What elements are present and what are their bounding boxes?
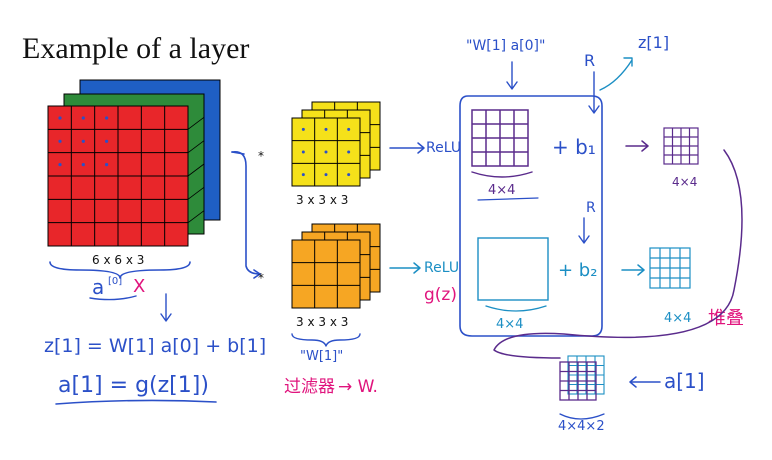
input-brace — [49, 261, 191, 279]
size-1-label: 4×4 — [488, 183, 515, 198]
input-side-line — [187, 140, 205, 153]
receptive-field-dot — [105, 163, 109, 167]
equation-a: a[1] = g(z[1]) — [58, 373, 209, 398]
r-mid-arrow — [578, 217, 590, 244]
conv-output-2-box — [477, 237, 549, 301]
a0-underline — [89, 295, 137, 301]
input-side-line — [187, 163, 205, 177]
arrow-to-relu-2 — [389, 262, 421, 274]
receptive-field-dot — [58, 116, 62, 120]
input-dims-label: 6 x 6 x 3 — [92, 253, 144, 267]
input-x-mark: X — [133, 276, 145, 297]
r-top-label: R — [584, 51, 595, 70]
out-2-size-label: 4×4 — [664, 311, 691, 326]
stack-cn-label: 堆叠 — [708, 308, 744, 329]
split-arrowheads — [231, 151, 261, 279]
a0-symbol: a — [92, 275, 104, 299]
filter-dot — [301, 173, 305, 177]
final-size-label: 4×4×2 — [558, 419, 605, 434]
filter-cn-label: 过滤器 — [284, 377, 335, 397]
receptive-field-dot — [105, 116, 109, 120]
conv-operator-2: * — [258, 271, 264, 285]
filter-dot — [347, 150, 351, 154]
filter2-dims-label: 3 x 3 x 3 — [296, 315, 348, 329]
receptive-field-dot — [81, 163, 85, 167]
output-2-grid — [649, 247, 691, 289]
size1-brace — [471, 171, 533, 178]
filter-dot — [324, 127, 328, 131]
filter-dot — [301, 150, 305, 154]
filter-orange — [291, 223, 381, 309]
conv-output-1-grid — [471, 109, 529, 167]
filter-dot — [347, 173, 351, 177]
arrow-to-out-1 — [625, 140, 649, 152]
input-side-line — [187, 187, 205, 200]
split-bracket — [231, 150, 261, 275]
conv-operator-1: * — [258, 149, 264, 163]
input-side-line — [187, 117, 205, 130]
arrow-to-out-2 — [621, 264, 645, 276]
size2-brace — [485, 305, 547, 312]
receptive-field-dot — [58, 139, 62, 143]
stack-curve — [493, 149, 743, 359]
w-filter-label: "W[1]" — [300, 349, 343, 364]
filter-yellow — [291, 101, 381, 187]
r-down-arrow — [588, 71, 600, 114]
size1-underline — [477, 197, 539, 201]
w-a-annotation: "W[1] a[0]" — [466, 38, 545, 54]
bias-1-label: + b₁ — [552, 135, 596, 159]
x-down-arrow — [160, 293, 172, 322]
slide-title: Example of a layer — [22, 32, 249, 65]
filter-w-arrow-label: → W. — [338, 377, 378, 397]
equation-a-underline — [55, 399, 217, 405]
relu-1-label: ReLU — [426, 140, 461, 156]
filter-channel — [291, 239, 361, 309]
filter-dot — [324, 150, 328, 154]
a1-right-label: a[1] — [664, 369, 705, 393]
receptive-field-dot — [58, 163, 62, 167]
receptive-field-dot — [81, 116, 85, 120]
z-up-arrow — [599, 57, 633, 91]
input-volume — [47, 79, 221, 247]
filter-dot — [324, 173, 328, 177]
out-1-size-label: 4×4 — [672, 175, 697, 189]
r-mid-label: R — [586, 200, 596, 216]
filter-dot — [347, 127, 351, 131]
final-brace — [559, 413, 605, 420]
filter-brace — [291, 333, 361, 347]
gz-label: g(z) — [424, 285, 457, 305]
receptive-field-dot — [81, 139, 85, 143]
receptive-field-dot — [105, 139, 109, 143]
relu-2-label: ReLU — [424, 260, 459, 276]
input-grid-lines — [48, 106, 205, 246]
arrow-to-relu-1 — [389, 142, 425, 154]
filter1-dims-label: 3 x 3 x 3 — [296, 193, 348, 207]
a0-superscript: [0] — [108, 276, 122, 287]
bias-2-label: + b₂ — [558, 260, 597, 281]
size-2-label: 4×4 — [496, 317, 523, 332]
output-1-grid — [663, 127, 699, 165]
w-down-arrow — [506, 61, 518, 90]
z-top-label: z[1] — [638, 33, 669, 52]
arrow-from-a1 — [629, 376, 661, 388]
filter-dot — [301, 127, 305, 131]
equation-z: z[1] = W[1] a[0] + b[1] — [44, 335, 266, 357]
stacked-output-volume — [559, 355, 605, 401]
input-side-line — [187, 210, 205, 223]
